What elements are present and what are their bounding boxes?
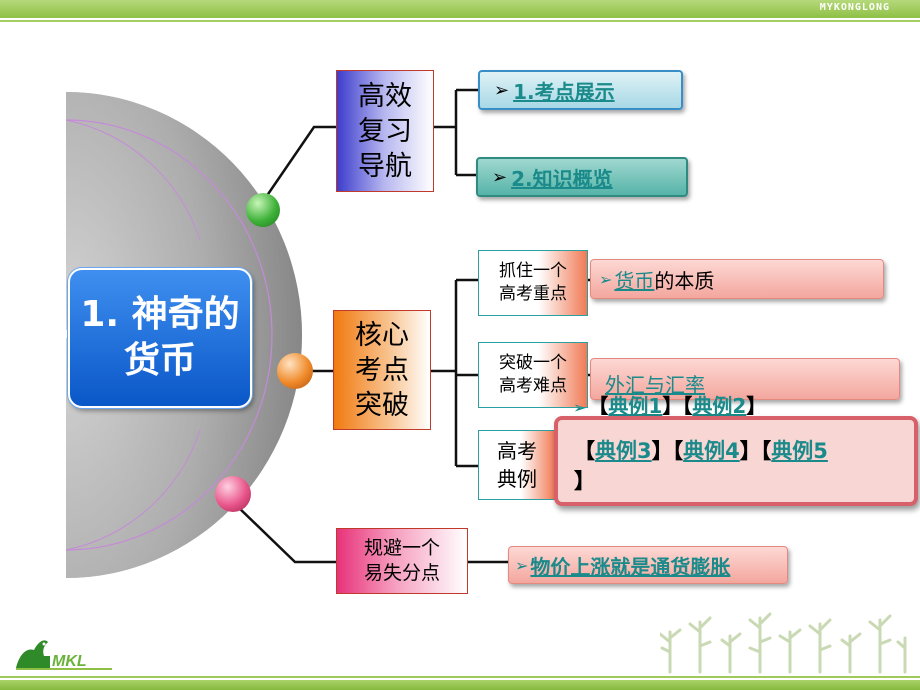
- bracket: 】【: [662, 394, 693, 418]
- focus-item-money[interactable]: ➢ 货币 的本质: [590, 259, 884, 299]
- center-topic[interactable]: 1. 神奇的货币: [68, 268, 252, 408]
- core-focus-box[interactable]: 抓住一个高考重点: [478, 250, 588, 316]
- pink-ball-icon: [215, 476, 251, 512]
- branch-core[interactable]: 核心考点突破: [333, 310, 431, 430]
- link-money[interactable]: 货币: [614, 268, 655, 293]
- brand-text: MYKONGLONG: [819, 2, 890, 13]
- bracket: 】: [746, 394, 767, 418]
- examples-row-2: 【典例3】【典例4】【典例5】: [554, 416, 918, 506]
- bracket: 】【: [651, 439, 684, 463]
- bottom-divider: [0, 676, 920, 678]
- difficult-item-fx[interactable]: 外汇与汇率: [590, 358, 900, 400]
- green-ball-icon: [246, 193, 280, 227]
- link-exam-points[interactable]: 1.考点展示: [513, 79, 615, 104]
- review-item-knowledge-overview[interactable]: ➢ 2.知识概览: [476, 157, 688, 197]
- branch-review[interactable]: 高效复习导航: [336, 70, 434, 192]
- link-example-1[interactable]: 典例1: [608, 394, 663, 418]
- arrow-icon: ➢: [494, 79, 510, 101]
- top-divider: [0, 20, 920, 22]
- bracket: 【: [574, 439, 595, 463]
- dinosaur-logo-icon: MKL: [16, 640, 112, 670]
- branch-avoid[interactable]: 规避一个易失分点: [336, 528, 468, 594]
- examples-row-1: ➢【典例1】【典例2】: [573, 390, 766, 419]
- orange-ball-icon: [277, 353, 313, 389]
- link-example-3[interactable]: 典例3: [595, 439, 652, 463]
- focus-item-rest: 的本质: [654, 268, 715, 293]
- svg-text:MKL: MKL: [52, 653, 87, 670]
- review-item-exam-points[interactable]: ➢ 1.考点展示: [478, 70, 683, 110]
- top-bar: MYKONGLONG: [0, 0, 920, 18]
- avoid-item-inflation[interactable]: ➢ 物价上涨就是通货膨胀: [508, 546, 788, 584]
- link-fx-rate[interactable]: 外汇与汇率: [605, 373, 705, 397]
- arrow-icon: ➢: [492, 166, 508, 188]
- arrow-icon: ➢: [515, 555, 529, 575]
- link-example-4[interactable]: 典例4: [683, 439, 740, 463]
- arrow-icon: ➢: [573, 398, 587, 417]
- core-difficult-box[interactable]: 突破一个高考难点: [478, 342, 588, 408]
- link-inflation-misconception[interactable]: 物价上涨就是通货膨胀: [530, 554, 731, 579]
- link-example-5[interactable]: 典例5: [771, 439, 828, 463]
- plants-decoration-icon: [660, 612, 907, 674]
- bracket: 】【: [739, 439, 772, 463]
- arrow-icon: ➢: [599, 269, 613, 289]
- core-examples-box[interactable]: 高考典例: [478, 430, 556, 500]
- link-knowledge-overview[interactable]: 2.知识概览: [511, 166, 613, 191]
- bottom-bar: [0, 680, 920, 690]
- bracket: 【: [588, 394, 609, 418]
- bracket: 】: [574, 469, 595, 493]
- link-example-2[interactable]: 典例2: [692, 394, 747, 418]
